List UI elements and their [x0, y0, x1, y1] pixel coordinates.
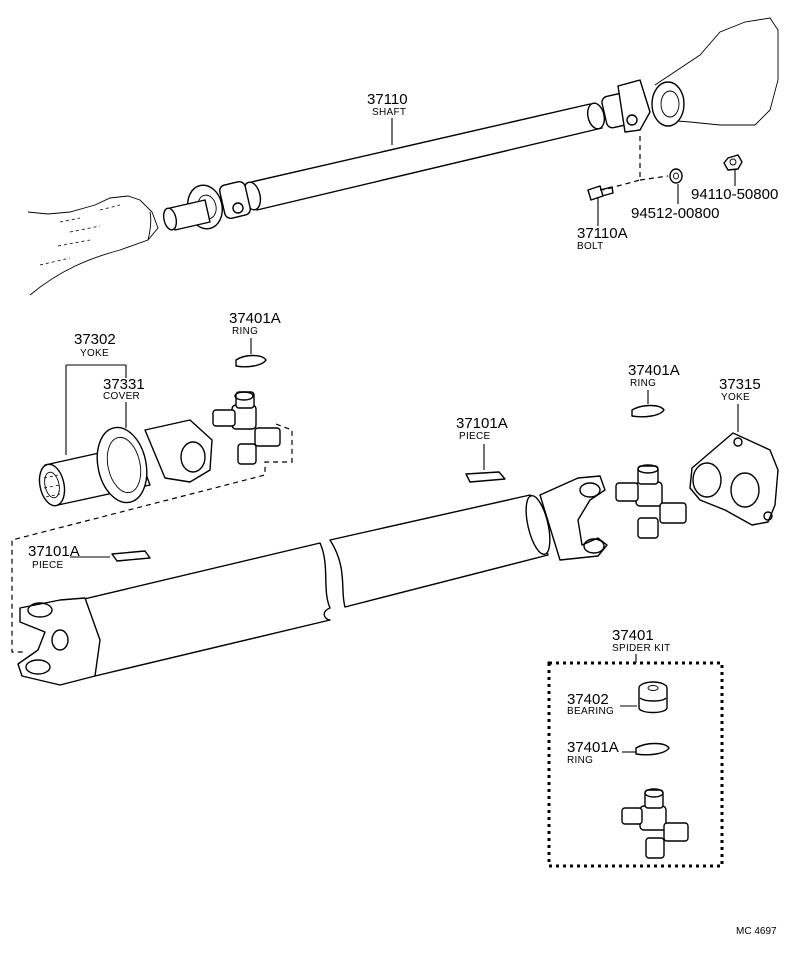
label-37401a-2: 37401A RING	[628, 362, 680, 404]
svg-text:RING: RING	[630, 378, 656, 389]
reference-code: MC 4697	[736, 926, 777, 937]
bolt-37110a[interactable]	[587, 185, 614, 201]
svg-text:BOLT: BOLT	[577, 241, 604, 252]
label-37110: 37110 SHAFT	[367, 91, 408, 145]
svg-text:37110: 37110	[367, 91, 408, 108]
svg-text:37331: 37331	[103, 376, 145, 393]
universal-joint-spider-left[interactable]	[212, 391, 281, 465]
svg-text:37401A: 37401A	[628, 362, 680, 379]
svg-text:37402: 37402	[567, 691, 609, 708]
spider-kit-37401-frame	[547, 661, 724, 868]
snap-ring-37401a-3[interactable]	[635, 742, 670, 756]
svg-text:PIECE: PIECE	[459, 431, 491, 442]
left-assembly-bracket	[11, 423, 293, 653]
label-37101a-1: 37101A PIECE	[456, 415, 508, 470]
svg-text:94512-00800: 94512-00800	[631, 205, 719, 222]
label-37302: 37302 YOKE	[65, 331, 127, 455]
label-37315: 37315 YOKE	[719, 376, 761, 432]
balance-piece-37101a-1[interactable]	[465, 471, 506, 483]
svg-text:RING: RING	[567, 755, 593, 766]
propeller-shaft-tube[interactable]	[17, 475, 608, 686]
svg-text:37101A: 37101A	[456, 415, 508, 432]
label-37402: 37402 BEARING	[567, 691, 637, 717]
svg-text:PIECE: PIECE	[32, 560, 64, 571]
balance-piece-37101a-2[interactable]	[111, 550, 151, 562]
differential-housing-illustration	[651, 17, 779, 127]
svg-text:37315: 37315	[719, 376, 761, 393]
label-37401: 37401 SPIDER KIT	[612, 627, 671, 663]
svg-text:37110A: 37110A	[577, 225, 628, 242]
slip-yoke-ear[interactable]	[144, 419, 213, 483]
svg-text:37401A: 37401A	[567, 739, 619, 756]
label-94512-00800: 94512-00800	[631, 184, 719, 222]
svg-text:SHAFT: SHAFT	[372, 107, 406, 118]
transmission-housing-illustration	[27, 195, 159, 296]
svg-text:YOKE: YOKE	[721, 392, 750, 403]
svg-text:94110-50800: 94110-50800	[691, 186, 778, 203]
universal-joint-spider-right[interactable]	[615, 464, 687, 539]
flange-yoke-37315[interactable]	[689, 432, 779, 526]
universal-joint-spider-kit[interactable]	[621, 788, 689, 859]
snap-ring-37401a-2[interactable]	[631, 404, 665, 418]
svg-text:37302: 37302	[74, 331, 116, 348]
nut-94110-50800[interactable]	[723, 154, 743, 171]
svg-text:YOKE: YOKE	[80, 348, 109, 359]
label-37401a-3: 37401A RING	[567, 739, 636, 766]
svg-text:37101A: 37101A	[28, 543, 80, 560]
svg-text:37401A: 37401A	[229, 310, 281, 327]
dust-cover-37331[interactable]	[91, 423, 154, 507]
label-94110-50800: 94110-50800	[691, 170, 778, 203]
label-37101a-2: 37101A PIECE	[28, 543, 110, 571]
svg-text:RING: RING	[232, 326, 258, 337]
nut-guide-line	[639, 175, 669, 181]
svg-text:COVER: COVER	[103, 391, 140, 402]
svg-text:SPIDER KIT: SPIDER KIT	[612, 643, 671, 654]
bolt-guide-line	[602, 136, 641, 191]
svg-text:37401: 37401	[612, 627, 654, 644]
bearing-cup-37402[interactable]	[638, 681, 668, 714]
propeller-shaft-37110[interactable]	[162, 79, 651, 232]
snap-ring-37401a-1[interactable]	[235, 354, 267, 368]
label-37110a: 37110A BOLT	[577, 197, 628, 252]
label-37331: 37331 COVER	[103, 376, 145, 428]
washer-94512-00800[interactable]	[669, 168, 683, 184]
svg-text:BEARING: BEARING	[567, 706, 614, 717]
label-37401a-1: 37401A RING	[229, 310, 281, 354]
